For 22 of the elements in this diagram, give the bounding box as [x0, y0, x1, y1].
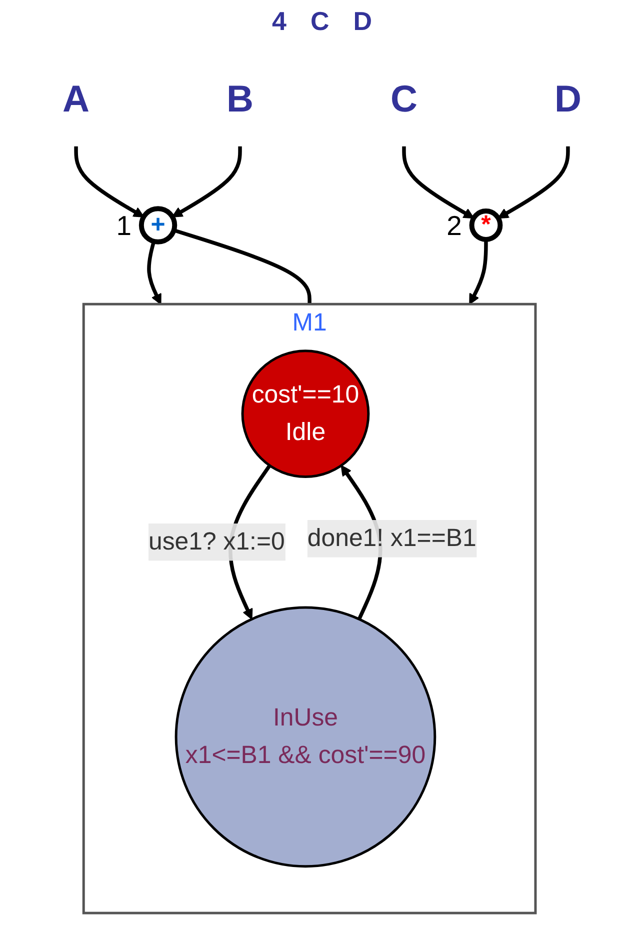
- node-text: B: [226, 79, 254, 120]
- text-label: D: [353, 6, 372, 37]
- text-label: 4: [272, 6, 286, 37]
- edge-label: done1! x1==B1: [307, 524, 476, 552]
- node-number: 1: [116, 210, 132, 242]
- node-text: D: [554, 79, 582, 120]
- node-text: C: [390, 79, 418, 120]
- node-circle: +: [138, 206, 178, 244]
- node-circle: InUse x1<=B1 && cost'==90: [174, 606, 436, 868]
- node-circle: cost'==10 Idle: [241, 350, 370, 478]
- edge-label: use1? x1:=0: [148, 528, 285, 556]
- arrow: [402, 146, 474, 219]
- node-circle: *: [469, 208, 503, 242]
- arrow: [172, 146, 242, 218]
- node-number: 2: [446, 210, 462, 242]
- node-text: A: [62, 79, 90, 120]
- arrow: [498, 146, 570, 219]
- arrow: [469, 239, 488, 305]
- arrow: [147, 241, 162, 305]
- text-label: C: [310, 6, 330, 37]
- connector: [174, 228, 312, 304]
- arrow: [74, 146, 144, 218]
